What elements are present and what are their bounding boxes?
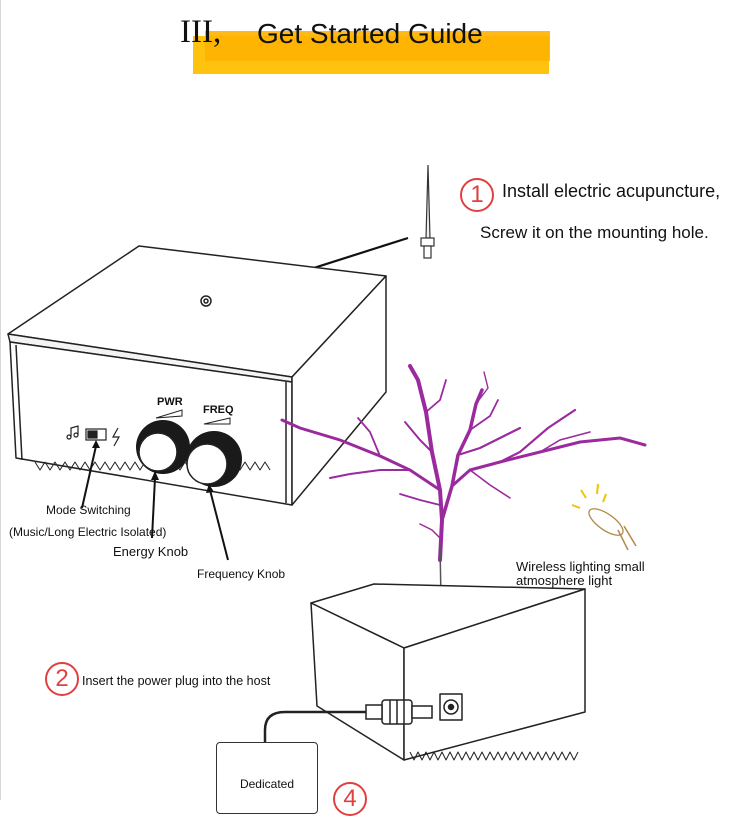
energy-knob-graphic [136, 420, 190, 474]
step-1-circle: 1 [460, 178, 494, 212]
frequency-knob-label: Frequency Knob [197, 567, 286, 581]
frequency-knob-arrow [209, 489, 229, 561]
mode-switching-label: Mode Switching [46, 503, 131, 517]
step-2-text: Insert the power plug into the host [82, 674, 271, 688]
wireless-light-line-2: atmosphere light [516, 573, 613, 588]
page-title: Get Started Guide [257, 18, 483, 49]
power-adapter: Dedicated [216, 742, 318, 814]
mode-switch-arrow [81, 445, 97, 509]
section-numeral: III, [180, 14, 222, 50]
pwr-label: PWR [157, 396, 183, 408]
mode-switching-detail: (Music/Long Electric Isolated) [9, 525, 167, 539]
adapter-label: Dedicated [239, 777, 295, 791]
lamp-icon [571, 483, 637, 551]
wireless-light-line-1: Wireless lighting small [516, 559, 645, 574]
step-2-circle: 2 [45, 662, 79, 696]
energy-knob-label: Energy Knob [113, 544, 189, 559]
electrode-needle [420, 164, 435, 259]
pwr-indicator [155, 409, 183, 419]
arc-discharge [280, 364, 647, 562]
step-1-line-2: Screw it on the mounting hole. [480, 223, 709, 242]
energy-knob-arrow [151, 477, 156, 539]
second-host-box [310, 583, 586, 761]
power-plug [263, 699, 433, 745]
frequency-knob-graphic [186, 431, 242, 487]
freq-indicator [203, 417, 231, 425]
freq-label: FREQ [203, 404, 234, 416]
step-4-circle: 4 [333, 782, 367, 816]
title-highlight-brush [205, 31, 550, 61]
page-left-border [0, 0, 1, 800]
step-1-line-1: Install electric acupuncture, [502, 181, 721, 201]
